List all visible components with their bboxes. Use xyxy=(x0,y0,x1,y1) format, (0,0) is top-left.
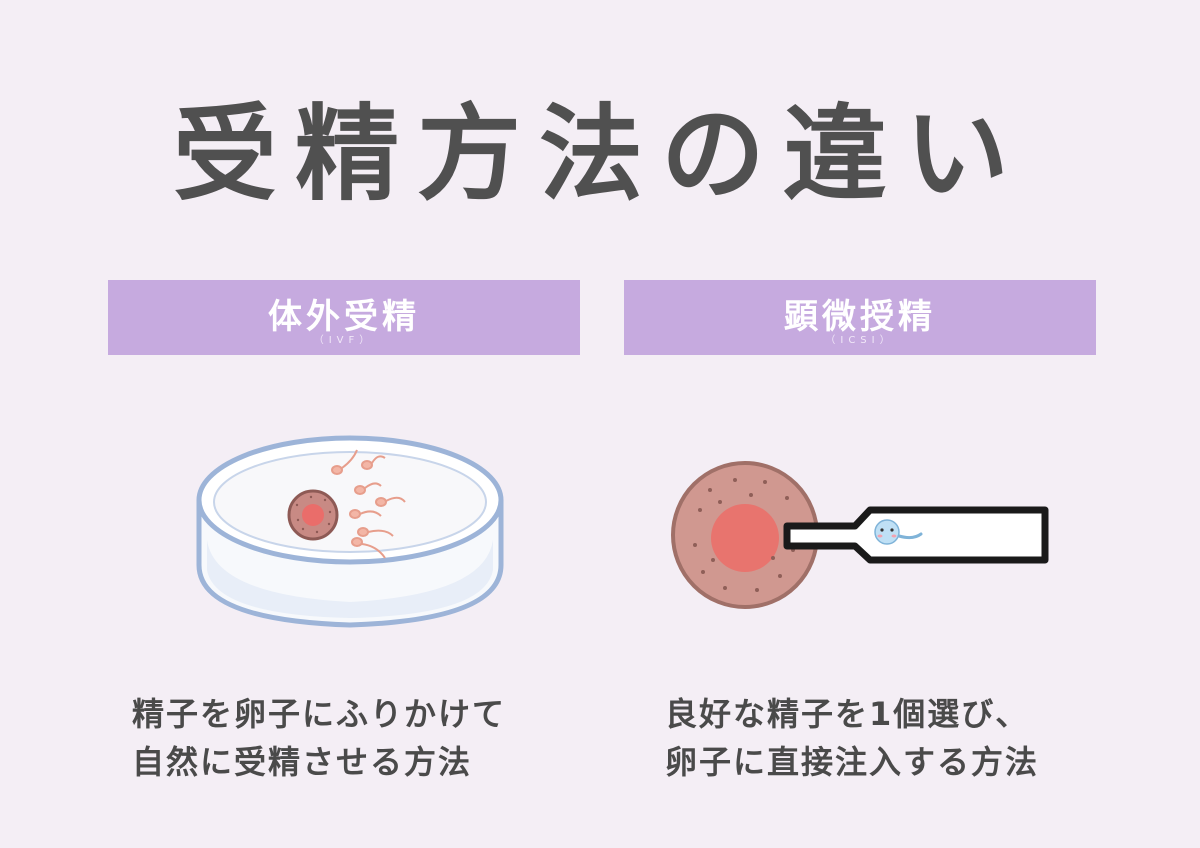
icsi-abbrev: （ICSI） xyxy=(825,335,895,346)
egg-cell xyxy=(287,489,339,541)
sperm-group xyxy=(331,449,406,559)
petri-dish-inner xyxy=(213,451,487,553)
ivf-desc-line1: 精子を卵子にふりかけて xyxy=(132,695,507,733)
ivf-desc-line2: 自然に受精させる方法 xyxy=(132,743,473,781)
icsi-illustration xyxy=(671,461,1049,609)
icsi-label: 顕微授精 xyxy=(784,297,936,337)
page-title: 受精方法の違い xyxy=(172,93,1027,215)
ivf-label: 体外受精 xyxy=(268,297,420,337)
icsi-header: 顕微授精 （ICSI） xyxy=(624,280,1096,355)
icsi-desc-line2: 卵子に直接注入する方法 xyxy=(665,743,1040,781)
ivf-description: 精子を卵子にふりかけて 自然に受精させる方法 xyxy=(132,690,506,786)
petri-dish-liquid xyxy=(207,540,493,618)
injection-pipette xyxy=(783,506,1049,564)
icsi-desc-line1: 良好な精子を1個選び、 xyxy=(665,695,1030,733)
icsi-description: 良好な精子を1個選び、 卵子に直接注入する方法 xyxy=(665,690,1039,786)
ivf-header: 体外受精 （IVF） xyxy=(108,280,580,355)
ivf-abbrev: （IVF） xyxy=(313,335,375,346)
petri-dish-illustration xyxy=(196,435,504,628)
